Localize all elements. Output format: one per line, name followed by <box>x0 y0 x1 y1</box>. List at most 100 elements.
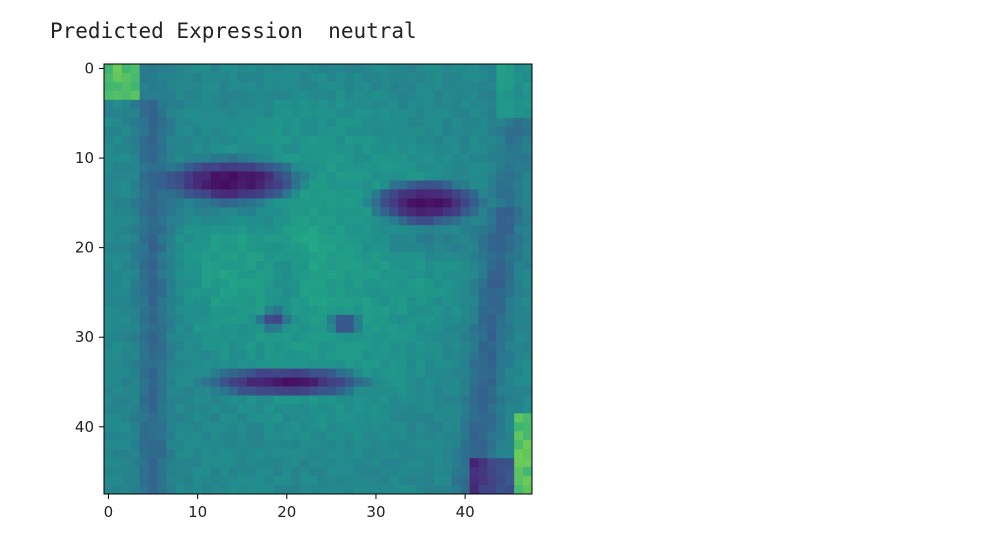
image-pixel <box>166 279 176 289</box>
image-pixel <box>469 108 479 119</box>
image-pixel <box>496 368 506 378</box>
image-pixel <box>246 64 256 74</box>
image-pixel <box>300 305 310 316</box>
image-pixel <box>309 377 319 387</box>
image-pixel <box>237 431 248 441</box>
image-pixel <box>433 99 444 110</box>
image-pixel <box>451 341 462 352</box>
image-pixel <box>273 413 283 423</box>
image-pixel <box>433 261 444 271</box>
image-pixel <box>362 135 372 146</box>
image-pixel <box>300 476 310 486</box>
image-pixel <box>353 225 363 235</box>
image-pixel <box>193 341 203 352</box>
image-pixel <box>514 323 524 334</box>
image-pixel <box>112 126 123 137</box>
image-pixel <box>496 225 506 235</box>
image-pixel <box>264 135 274 146</box>
image-pixel <box>175 350 185 361</box>
image-pixel <box>282 305 292 316</box>
image-pixel <box>228 216 239 226</box>
image-pixel <box>523 485 533 495</box>
image-pixel <box>157 467 167 477</box>
image-pixel <box>291 395 301 405</box>
image-pixel <box>309 81 319 92</box>
image-pixel <box>264 413 274 423</box>
image-pixel <box>487 144 497 154</box>
image-pixel <box>433 359 444 369</box>
image-pixel <box>282 314 292 325</box>
image-pixel <box>175 476 185 486</box>
image-pixel <box>228 341 239 352</box>
image-pixel <box>228 431 239 441</box>
image-pixel <box>282 64 292 74</box>
image-pixel <box>148 144 158 154</box>
image-pixel <box>514 440 524 450</box>
image-pixel <box>344 153 355 163</box>
image-pixel <box>157 234 167 244</box>
image-pixel <box>460 422 470 432</box>
image-pixel <box>166 180 176 190</box>
image-pixel <box>442 485 453 495</box>
image-pixel <box>451 332 462 343</box>
image-pixel <box>157 323 167 334</box>
image-pixel <box>460 296 470 307</box>
image-pixel <box>193 108 203 119</box>
image-pixel <box>371 90 381 101</box>
image-pixel <box>121 99 132 110</box>
image-pixel <box>469 413 479 423</box>
image-pixel <box>309 90 319 101</box>
image-pixel <box>130 144 141 154</box>
image-pixel <box>460 171 470 181</box>
image-pixel <box>282 395 292 405</box>
image-pixel <box>291 377 301 387</box>
image-pixel <box>246 180 256 190</box>
image-pixel <box>433 90 444 101</box>
image-pixel <box>255 413 265 423</box>
image-pixel <box>104 404 114 414</box>
image-pixel <box>237 404 248 414</box>
image-pixel <box>362 64 372 74</box>
image-pixel <box>300 243 310 253</box>
image-pixel <box>353 422 363 432</box>
image-pixel <box>433 72 444 83</box>
image-pixel <box>487 108 497 119</box>
image-pixel <box>326 90 337 101</box>
image-pixel <box>389 81 399 92</box>
image-pixel <box>219 126 230 137</box>
image-pixel <box>184 467 194 477</box>
image-pixel <box>130 135 141 146</box>
image-pixel <box>362 144 372 154</box>
image-pixel <box>353 279 363 289</box>
image-pixel <box>389 386 399 396</box>
image-pixel <box>139 135 149 146</box>
image-pixel <box>273 368 283 378</box>
image-pixel <box>246 117 256 128</box>
image-pixel <box>104 180 114 190</box>
image-pixel <box>469 117 479 128</box>
image-pixel <box>300 413 310 423</box>
image-pixel <box>148 243 158 253</box>
image-pixel <box>442 386 453 396</box>
image-pixel <box>246 449 256 459</box>
image-pixel <box>246 332 256 343</box>
image-pixel <box>344 189 355 199</box>
image-pixel <box>273 422 283 432</box>
image-pixel <box>291 296 301 307</box>
image-pixel <box>175 90 185 101</box>
image-pixel <box>460 180 470 190</box>
image-pixel <box>139 449 149 459</box>
image-pixel <box>407 90 417 101</box>
image-pixel <box>469 180 479 190</box>
image-pixel <box>273 296 283 307</box>
image-pixel <box>193 81 203 92</box>
image-pixel <box>255 189 265 199</box>
image-pixel <box>487 261 497 271</box>
image-pixel <box>344 64 355 74</box>
image-pixel <box>318 153 328 163</box>
image-pixel <box>389 225 399 235</box>
image-pixel <box>487 314 497 325</box>
image-pixel <box>300 225 310 235</box>
image-pixel <box>282 90 292 101</box>
image-pixel <box>255 440 265 450</box>
